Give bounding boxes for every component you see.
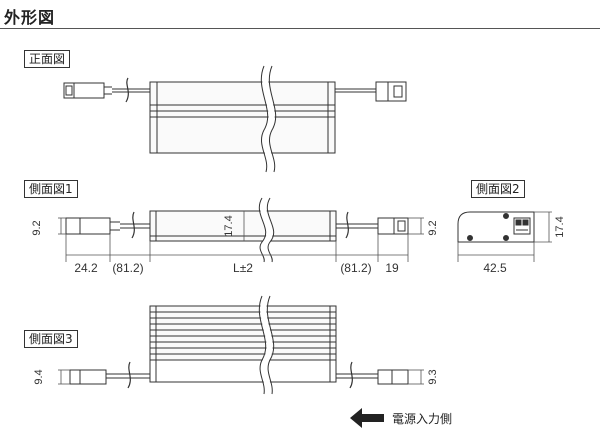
side1-left-connector [65, 217, 111, 235]
side1-body-height: 17.4 [223, 215, 235, 236]
title-divider [0, 28, 600, 29]
side3-dimensions [58, 369, 424, 385]
side2-dimensions [457, 211, 552, 262]
side1-body-length: L±2 [233, 261, 253, 275]
side2-height: 17.4 [554, 216, 566, 237]
side3-left-height: 9.4 [33, 369, 45, 384]
side1-right-length: 19 [385, 261, 399, 275]
side-view-3-label: 側面図3 [24, 330, 78, 348]
page-title: 外形図 [4, 8, 56, 27]
side1-left-height: 9.2 [31, 220, 43, 235]
side-view-2 [457, 211, 535, 243]
side-view-1 [65, 196, 409, 263]
side1-right-height: 9.2 [427, 220, 439, 235]
front-view [63, 64, 407, 173]
side1-dimensions [58, 211, 424, 262]
side3-left-connector [69, 369, 107, 385]
front-view-label: 正面図 [24, 50, 71, 68]
front-left-connector [63, 82, 105, 99]
side1-left-length: 24.2 [74, 261, 98, 275]
side1-right-cable-length: (81.2) [340, 261, 371, 275]
side3-body [149, 359, 337, 383]
side1-left-cable-length: (81.2) [112, 261, 143, 275]
arrow-left-icon [350, 408, 384, 428]
side-view-2-label: 側面図2 [471, 180, 525, 198]
front-right-connector [375, 81, 407, 102]
side-view-3 [69, 294, 409, 395]
side-view-1-label: 側面図1 [24, 180, 78, 198]
side3-right-height: 9.3 [427, 369, 439, 384]
power-input-label: 電源入力側 [392, 411, 453, 426]
side3-right-connector [377, 369, 409, 385]
side3-fin-block [149, 305, 337, 361]
side2-width: 42.5 [483, 261, 507, 275]
side1-right-connector [377, 217, 409, 235]
power-input-legend: 電源入力側 [350, 408, 452, 428]
